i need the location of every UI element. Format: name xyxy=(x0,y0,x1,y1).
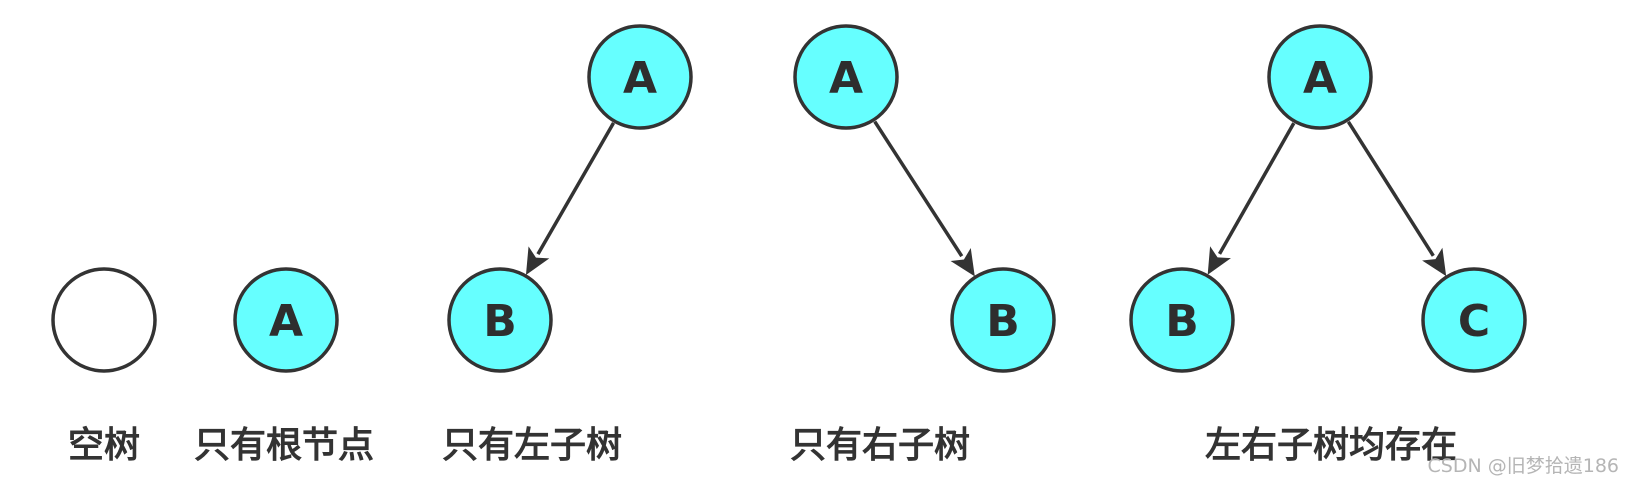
tree-node-b: B xyxy=(447,267,553,373)
tree-node-b: B xyxy=(1129,267,1235,373)
node-label: C xyxy=(1458,296,1490,347)
caption-empty-tree: 空树 xyxy=(67,425,141,466)
edge-n2-n3 xyxy=(536,122,616,256)
tree-node-empty xyxy=(51,267,157,373)
node-circle xyxy=(1129,267,1235,373)
edge-n4-n5 xyxy=(873,120,964,258)
node-circle xyxy=(1267,24,1373,130)
caption-root-only: 只有根节点 xyxy=(193,425,375,466)
tree-node-a: A xyxy=(233,267,339,373)
arrowhead-n4-n5 xyxy=(950,247,975,277)
edge-n6-n7 xyxy=(1218,122,1296,255)
node-label: B xyxy=(986,296,1020,347)
node-label: A xyxy=(829,53,863,104)
node-circle xyxy=(233,267,339,373)
edge-n6-n8 xyxy=(1346,120,1435,257)
tree-node-b: B xyxy=(950,267,1056,373)
arrowhead-n6-n8 xyxy=(1422,247,1447,277)
caption-both-subtrees: 左右子树均存在 xyxy=(1204,425,1458,466)
node-label: A xyxy=(269,296,303,347)
node-circle xyxy=(447,267,553,373)
caption-left-subtree-only: 只有左子树 xyxy=(441,425,623,466)
tree-node-c: C xyxy=(1421,267,1527,373)
node-circle xyxy=(793,24,899,130)
node-circle xyxy=(1421,267,1527,373)
node-label: A xyxy=(1303,53,1337,104)
node-label: A xyxy=(623,53,657,104)
watermark: CSDN @旧梦拾遗186 xyxy=(1427,455,1619,477)
arrowhead-n2-n3 xyxy=(525,246,550,275)
edges-layer xyxy=(525,120,1447,277)
tree-node-a: A xyxy=(587,24,693,130)
arrowhead-n6-n7 xyxy=(1207,246,1231,275)
nodes-layer: A A B A B A B C xyxy=(51,24,1527,373)
node-label: B xyxy=(1165,296,1199,347)
tree-node-a: A xyxy=(793,24,899,130)
node-circle xyxy=(51,267,157,373)
caption-right-subtree-only: 只有右子树 xyxy=(789,425,971,466)
tree-node-a: A xyxy=(1267,24,1373,130)
node-circle xyxy=(950,267,1056,373)
node-label: B xyxy=(483,296,517,347)
node-circle xyxy=(587,24,693,130)
